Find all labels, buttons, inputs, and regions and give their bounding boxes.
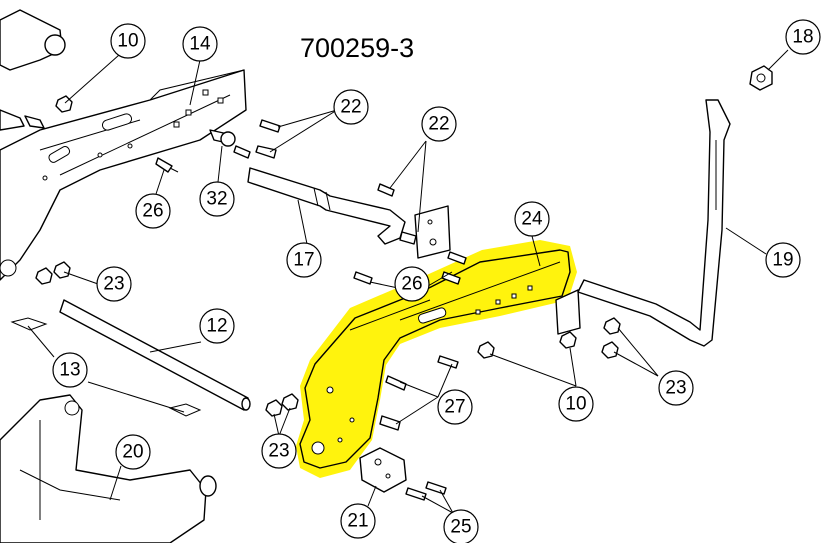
frame-20 bbox=[0, 394, 217, 543]
svg-text:17: 17 bbox=[293, 250, 314, 271]
callout-27: 27 bbox=[437, 389, 473, 425]
callout-26-right: 26 bbox=[394, 266, 430, 302]
svg-text:27: 27 bbox=[444, 397, 465, 418]
nuts-23 bbox=[35, 261, 621, 417]
svg-text:14: 14 bbox=[189, 34, 211, 55]
callout-10-right: 10 bbox=[558, 386, 594, 422]
svg-text:12: 12 bbox=[206, 316, 227, 337]
bolt-26-left bbox=[155, 157, 179, 173]
callout-20: 20 bbox=[115, 434, 151, 470]
part-number-title: 700259-3 bbox=[300, 33, 414, 63]
leader-lines bbox=[27, 49, 789, 514]
svg-text:23: 23 bbox=[103, 274, 124, 295]
tube-19 bbox=[555, 99, 731, 347]
svg-text:23: 23 bbox=[665, 378, 686, 399]
nut-18 bbox=[749, 65, 773, 91]
svg-text:10: 10 bbox=[565, 394, 586, 415]
callout-24: 24 bbox=[514, 201, 550, 237]
svg-text:26: 26 bbox=[401, 274, 422, 295]
callout-23-right: 23 bbox=[658, 370, 694, 406]
left-frame bbox=[0, 9, 247, 281]
pins-32 bbox=[209, 129, 251, 159]
svg-text:21: 21 bbox=[347, 511, 368, 532]
svg-text:26: 26 bbox=[142, 201, 163, 222]
bracket-21 bbox=[359, 447, 407, 493]
callout-22-top: 22 bbox=[333, 89, 369, 125]
rod-12 bbox=[59, 299, 251, 411]
callout-21: 21 bbox=[340, 503, 376, 539]
callout-23-left: 23 bbox=[96, 266, 132, 302]
shaft-17 bbox=[247, 167, 406, 245]
svg-text:10: 10 bbox=[117, 31, 138, 52]
svg-text:24: 24 bbox=[521, 209, 543, 230]
bolts-27 bbox=[379, 355, 459, 431]
bolt-small-left bbox=[24, 115, 45, 129]
callout-10-top-left: 10 bbox=[110, 23, 146, 59]
callout-14: 14 bbox=[182, 26, 218, 62]
svg-text:22: 22 bbox=[340, 97, 361, 118]
svg-text:19: 19 bbox=[772, 250, 793, 271]
callout-13: 13 bbox=[52, 352, 88, 388]
callout-17: 17 bbox=[286, 242, 322, 278]
bolts-22-upper bbox=[255, 119, 281, 159]
svg-text:23: 23 bbox=[268, 441, 289, 462]
svg-text:25: 25 bbox=[450, 517, 471, 538]
svg-text:20: 20 bbox=[122, 442, 143, 463]
clips-13 bbox=[10, 317, 202, 417]
svg-text:13: 13 bbox=[59, 360, 80, 381]
svg-text:32: 32 bbox=[206, 189, 227, 210]
bolts-25 bbox=[405, 481, 447, 501]
svg-text:22: 22 bbox=[428, 114, 449, 135]
callout-22-right: 22 bbox=[421, 106, 457, 142]
callout-23-bottom: 23 bbox=[261, 433, 297, 469]
callout-25: 25 bbox=[443, 509, 479, 543]
callout-18: 18 bbox=[785, 19, 821, 55]
callout-19: 19 bbox=[765, 242, 801, 278]
svg-text:18: 18 bbox=[792, 27, 813, 48]
callout-26-left: 26 bbox=[135, 193, 171, 229]
bracket-22-right bbox=[377, 183, 451, 259]
callout-32: 32 bbox=[199, 181, 235, 217]
highlighted-mount-plate bbox=[296, 240, 577, 478]
plate-14-holes bbox=[173, 89, 224, 128]
mount-plate-24 bbox=[299, 249, 571, 469]
callout-12: 12 bbox=[199, 308, 235, 344]
